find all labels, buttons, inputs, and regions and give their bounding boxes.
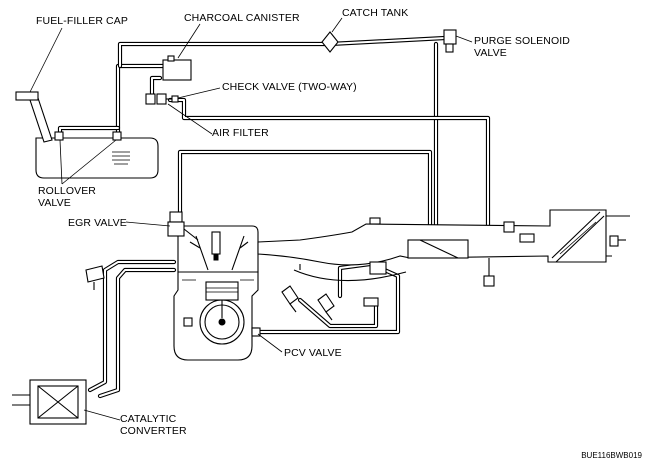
label-rollover-valve: ROLLOVER [38,185,96,197]
rollover-valve-left [54,131,64,141]
exhaust-pipe [12,259,177,406]
oxygen-sensor [85,265,105,290]
catch-tank-part [321,31,339,53]
fuel-tank [15,91,159,179]
label-purge-solenoid-valve: PURGE SOLENOID [474,35,570,47]
label-pcv-valve: PCV VALVE [284,347,342,359]
check-valve-part [145,93,179,105]
label-charcoal-canister: CHARCOAL CANISTER [184,12,300,24]
charcoal-canister-part [162,55,192,81]
pcv-valve-part [251,327,261,337]
fuel-filler-cap-part [15,91,39,101]
label-fuel-filler-cap: FUEL-FILLER CAP [36,15,128,27]
vapor-hoses [35,35,491,243]
leader-lines [29,17,473,421]
fuel-injectors [281,285,335,321]
label-egr-valve: EGR VALVE [68,217,127,229]
rollover-valve-right [112,131,122,141]
engine-block [173,225,259,361]
label-air-filter: AIR FILTER [212,127,269,139]
egr-valve-part [167,211,199,241]
label-purge-solenoid-valve-line2: VALVE [474,47,507,59]
label-check-valve: CHECK VALVE (TWO-WAY) [222,81,357,93]
pcv-lines [255,261,401,335]
label-catalytic-converter: CATALYTIC [120,413,177,425]
intake-manifold [257,209,630,307]
figure-code: BUE116BWB019 [581,451,642,460]
label-catalytic-converter-line2: CONVERTER [120,425,187,437]
purge-solenoid-valve-part [443,29,457,53]
catalytic-converter-part [29,379,87,425]
label-rollover-valve-line2: VALVE [38,197,71,209]
label-catch-tank: CATCH TANK [342,7,408,19]
